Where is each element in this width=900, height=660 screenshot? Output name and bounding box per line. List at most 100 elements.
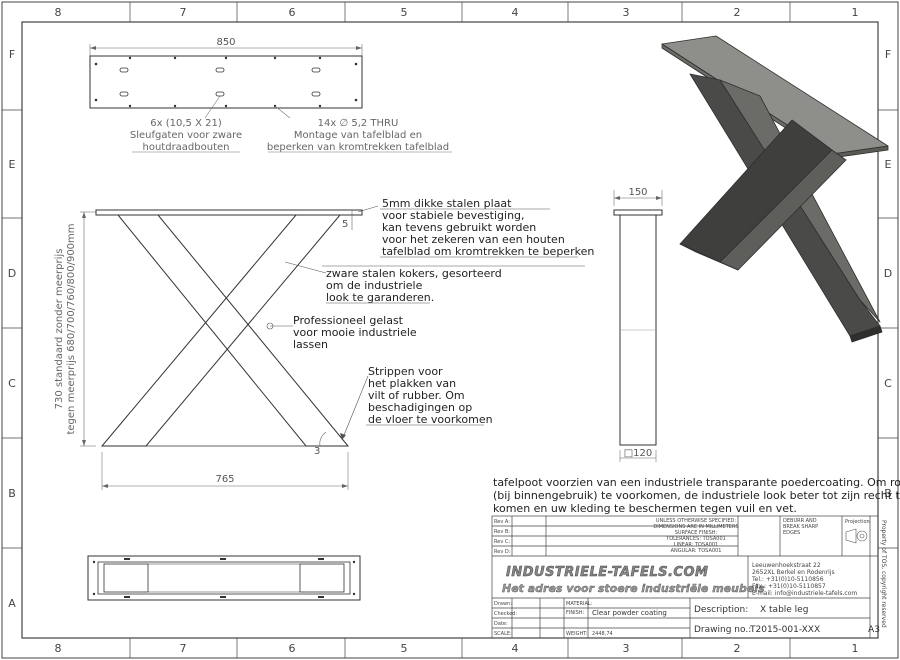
top-plate-outline [89, 55, 363, 109]
dim-foot: 3 [314, 446, 320, 457]
zone-col-5-bottom: 5 [401, 642, 408, 655]
checked-label: Checked: [494, 611, 517, 617]
rev-d-label: Rev D: [494, 549, 511, 555]
plate-note-line1: 5mm dikke stalen plaat [382, 197, 512, 210]
weld-note-line1: Professioneel gelast [293, 314, 404, 327]
weld-note-line2: voor mooie industriele [293, 326, 417, 339]
date-label: Date: [494, 621, 508, 627]
rev-b-label: Rev B: [494, 529, 510, 535]
dim-150: 150 [628, 187, 647, 198]
tube-note-line2: om de industriele [326, 279, 423, 292]
height-label-line1: 730 standaard zonder meerprijs [54, 249, 65, 410]
coating-note-line1: tafelpoot voorzien van een industriele t… [493, 476, 900, 489]
bottom-view [87, 555, 361, 601]
projection-symbol-icon [845, 528, 868, 544]
weight-value: 2448,74 [592, 631, 613, 637]
tolerance-line6: ANGULAR: TOSA001 [671, 548, 722, 554]
slot-callout-line1: 6x (10,5 X 21) [150, 118, 222, 129]
zone-col-6-bottom: 6 [289, 642, 296, 655]
zone-col-2-top: 2 [734, 6, 741, 19]
sheet-size: A3 [868, 625, 880, 635]
slot-callout-line3: houtdraadbouten [143, 142, 230, 153]
hole-callout-line1: 14x ∅ 5,2 THRU [318, 118, 399, 129]
scale-label: SCALE: [494, 631, 512, 637]
dim-765: 765 [215, 474, 234, 485]
material-label: MATERIAL: [566, 601, 593, 607]
finish-label: FINISH: [566, 610, 584, 616]
tube-note-line3: look te garanderen. [326, 291, 434, 304]
deburr-line3: EDGES [783, 530, 800, 536]
leg-top-plate [95, 209, 363, 216]
zone-row-d-right: D [884, 267, 892, 280]
tube-note-line1: zware stalen kokers, gesorteerd [326, 267, 502, 280]
height-label-line2: tegen meerprijs 680/700/760/800/900mm [66, 223, 77, 434]
zone-row-c-left: C [8, 377, 16, 390]
zone-col-6-top: 6 [289, 6, 296, 19]
top-view: 850 6x (10,5 X 21) Sleufgaten voor zware… [89, 37, 452, 153]
address-line1: Leeuwenhoekstraat 22 [752, 562, 821, 569]
zone-row-b-left: B [8, 487, 16, 500]
rev-a-label: Rev A: [494, 519, 510, 525]
zone-col-2-bottom: 2 [734, 642, 741, 655]
dim-850: 850 [216, 37, 235, 48]
description-value: X table leg [760, 605, 808, 615]
copyright-note: Property of TOS, copyright reserved [880, 520, 887, 628]
zone-col-8-bottom: 8 [55, 642, 62, 655]
zone-col-3-top: 3 [623, 6, 630, 19]
strip-note-line1: Strippen voor [368, 365, 443, 378]
zone-col-5-top: 5 [401, 6, 408, 19]
zone-row-b-right: B [884, 487, 892, 500]
deburr-line2: BREAK SHARP [783, 524, 818, 530]
zone-col-3-bottom: 3 [623, 642, 630, 655]
zone-col-8-top: 8 [55, 6, 62, 19]
address-line4: Fax.: +31(0)10-5110857 [752, 583, 826, 590]
address-line2: 2652XL Berkel en Rodenrijs [752, 569, 835, 576]
title-block: Rev A: Rev B: Rev C: Rev D: UNLESS OTHER… [491, 515, 887, 639]
address-line3: Tel.: +31(0)10-5110856 [751, 576, 824, 583]
brand-block: INDUSTRIELE-TAFELS.COM Het adres voor st… [502, 565, 765, 595]
tolerance-line1: UNLESS OTHERWISE SPECIFIED: [656, 518, 736, 524]
rev-c-label: Rev C: [494, 539, 510, 545]
tolerance-line2: DIMENSIONS ARE IN MILLIMETERS [653, 524, 738, 530]
dim-120: □120 [624, 448, 653, 459]
brand-tagline: Het adres voor stoere industriële meubel… [502, 582, 765, 595]
zone-col-1-bottom: 1 [852, 642, 859, 655]
zone-col-4-bottom: 4 [512, 642, 519, 655]
finish-value: Clear powder coating [592, 609, 667, 617]
zone-col-7-top: 7 [180, 6, 187, 19]
plate-note-line4: voor het zekeren van een houten [382, 233, 565, 246]
address-line5: E-mail: info@industriele-tafels.com [752, 590, 857, 597]
zone-row-a-left: A [8, 597, 16, 610]
coating-note-line3: komen en uw kleding te beschermen tegen … [493, 502, 797, 515]
zone-row-f-right: F [885, 48, 891, 61]
dim-plate-thickness: 5 [342, 219, 348, 230]
coating-note-line2: (bij binnengebruik) te voorkomen, de ind… [493, 489, 900, 502]
plate-note-line5: tafelblad om kromtrekken te beperken [382, 245, 594, 258]
description-label: Description: [694, 605, 748, 615]
strip-note-line2: het plakken van [368, 377, 456, 390]
tolerance-line5: LINEAR: TOSA001 [674, 542, 718, 548]
projection-label: Projection [845, 519, 870, 525]
zone-row-e-left: E [9, 158, 16, 171]
drawing-no-label: Drawing no.: [694, 625, 751, 635]
zone-col-1-top: 1 [852, 6, 859, 19]
zone-row-d-left: D [8, 267, 16, 280]
isometric-view [661, 35, 889, 343]
plate-note-line2: voor stabiele bevestiging, [382, 209, 525, 222]
tolerance-line4: TOLERANCES: TOSA001 [665, 536, 726, 542]
side-top-plate [613, 209, 663, 216]
front-view: 730 standaard zonder meerprijs tegen mee… [54, 197, 594, 490]
tolerance-line3: SURFACE FINISH: [675, 530, 718, 536]
zone-labels: 8 7 6 5 4 3 2 1 8 7 6 5 4 3 2 1 F E D C … [8, 6, 892, 655]
side-view: 150 □120 [613, 187, 663, 462]
weld-note-line3: lassen [293, 338, 328, 351]
zone-row-c-right: C [884, 377, 892, 390]
weight-label: WEIGHT: [566, 631, 588, 637]
strip-note-line5: de vloer te voorkomen [368, 413, 493, 426]
zone-col-7-bottom: 7 [180, 642, 187, 655]
zone-row-f-left: F [9, 48, 15, 61]
brand-name: INDUSTRIELE-TAFELS.COM [506, 565, 708, 580]
strip-note-line4: beschadigingen op [368, 401, 472, 414]
strip-note-line3: vilt of rubber. Om [368, 389, 465, 402]
zone-col-4-top: 4 [512, 6, 519, 19]
